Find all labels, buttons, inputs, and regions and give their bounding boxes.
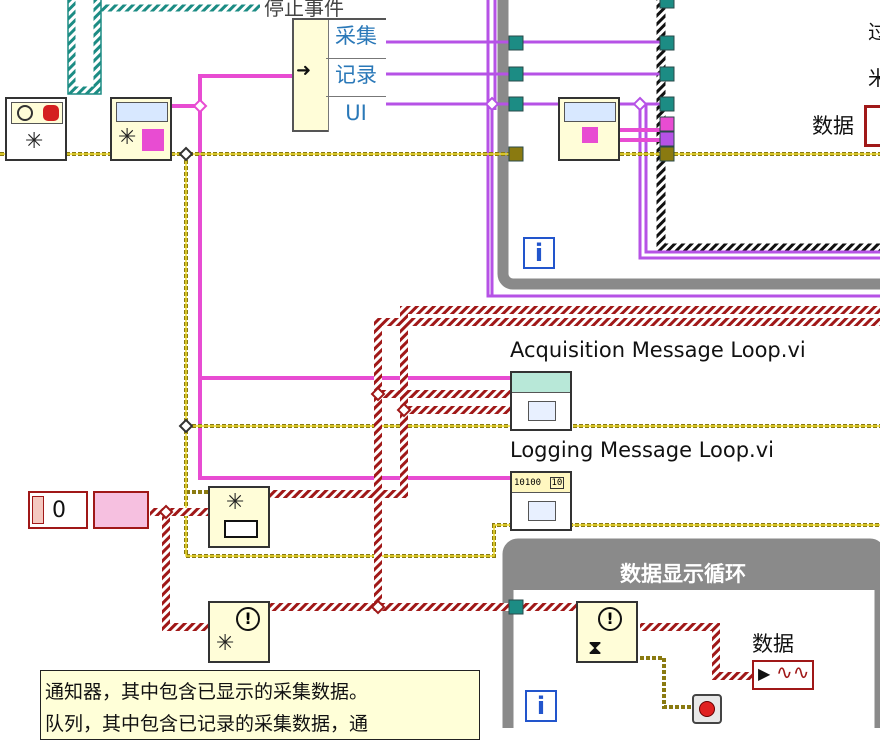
comment-box: 通知器，其中包含已显示的采集数据。 队列，其中包含已记录的采集数据，通 — [40, 670, 480, 740]
play-icon: ▶ — [758, 664, 771, 683]
screen-icon — [528, 401, 556, 421]
event-cluster-constant[interactable]: 停止事件 ➜ — [264, 0, 386, 132]
logging-subvi[interactable]: 10100 10 — [510, 471, 572, 531]
queue-icon — [224, 520, 258, 538]
comment-line-1: 通知器，其中包含已显示的采集数据。 — [45, 681, 369, 703]
wait-notification-node[interactable]: ! ⧗ — [576, 601, 638, 663]
acquisition-subvi[interactable] — [510, 371, 572, 431]
stop-icon — [699, 701, 715, 717]
obtain-queue-node-2[interactable]: ✳ — [208, 486, 270, 548]
screen-icon — [528, 501, 556, 521]
hourglass-icon: ⧗ — [588, 635, 603, 659]
loop-iteration-terminal: i — [523, 237, 555, 269]
numeric-control[interactable]: 0 — [28, 491, 88, 529]
obtain-queue-node[interactable]: ✳ — [110, 97, 172, 161]
numeric-value: 0 — [52, 498, 66, 523]
cluster-title: 停止事件 — [264, 0, 344, 20]
acquisition-icon — [512, 373, 570, 393]
cluster-item-log[interactable]: 记录 — [326, 58, 386, 91]
obtain-notifier-node[interactable]: ! ✳ — [208, 601, 270, 663]
data-indicator-label: 数据 — [752, 632, 794, 656]
waveform-indicator[interactable]: ▶ ∿∿ — [752, 660, 814, 690]
sparkle-icon: ✳ — [118, 125, 137, 150]
loop-iteration-terminal-bottom: i — [525, 690, 557, 722]
while-loop-top — [497, 0, 880, 290]
acquisition-vi-label: Acquisition Message Loop.vi — [510, 338, 806, 362]
sparkle-icon: ✳ — [226, 490, 245, 515]
stop-icon — [43, 105, 59, 121]
queue-icon — [116, 102, 168, 122]
logging-icon: 10100 10 — [512, 473, 570, 493]
teal-refnum-wire — [68, 0, 260, 94]
queue-icon — [564, 102, 616, 122]
data-label-top: 数据 — [812, 114, 854, 138]
pink-cluster-icon — [142, 129, 164, 151]
notifier-icon: ! — [236, 607, 260, 631]
loop-tunnels — [508, 0, 675, 615]
stepper-icon[interactable] — [32, 496, 44, 524]
pink-element-icon — [582, 127, 598, 143]
wire-junctions — [158, 96, 648, 615]
top-right-text-a: 过 — [868, 20, 880, 44]
event-register-node[interactable]: ✳ — [5, 97, 67, 161]
sparkle-icon: ✳ — [216, 631, 235, 656]
enqueue-node[interactable] — [558, 97, 620, 161]
data-indicator-top[interactable] — [864, 105, 880, 147]
cluster-item-acq[interactable]: 采集 — [335, 24, 377, 48]
cluster-item-ui[interactable]: UI — [326, 96, 386, 129]
sparkle-icon: ✳ — [25, 129, 44, 154]
numeric-display-icon — [93, 491, 149, 529]
event-icon — [17, 105, 33, 121]
arrow-icon: ➜ — [296, 60, 312, 81]
notifier-icon: ! — [598, 607, 622, 631]
top-right-text-b: 米 — [868, 66, 880, 90]
red-refnum-wires — [150, 306, 880, 680]
data-loop-title: 数据显示循环 — [620, 562, 746, 586]
stop-button[interactable] — [692, 694, 722, 724]
logging-vi-label: Logging Message Loop.vi — [510, 438, 774, 462]
comment-line-2: 队列，其中包含已记录的采集数据，通 — [45, 713, 369, 735]
waveform-icon: ∿∿ — [776, 660, 810, 684]
